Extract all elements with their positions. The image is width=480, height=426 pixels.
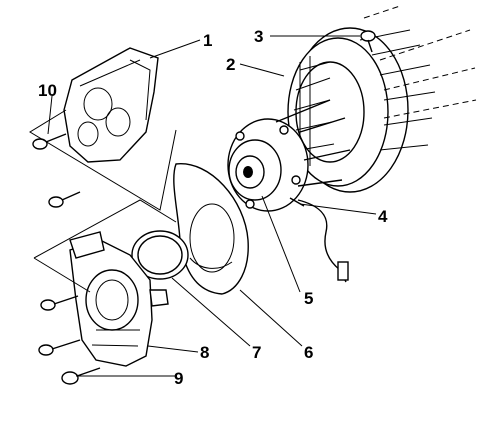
assembly-guide-lines — [29, 109, 177, 293]
callout-7: 7 — [252, 343, 261, 362]
hub-bearing — [227, 99, 351, 212]
wheel-speed-sensor — [289, 197, 349, 283]
steering-knuckle — [69, 231, 169, 367]
callout-5: 5 — [304, 289, 313, 308]
brake-rotor — [287, 5, 477, 193]
seal-ring — [131, 230, 189, 280]
callout-2: 2 — [226, 55, 235, 74]
caliper-bolts — [32, 133, 81, 208]
callout-3: 3 — [254, 27, 263, 46]
brake-caliper — [63, 47, 159, 163]
splash-shield — [173, 163, 249, 295]
callout-4: 4 — [378, 207, 388, 226]
rotor-bolt — [360, 30, 376, 53]
callout-8: 8 — [200, 343, 209, 362]
callout-1: 1 — [203, 31, 212, 50]
knuckle-bolts — [38, 295, 101, 385]
callout-10: 10 — [38, 81, 57, 100]
leader-lines — [47, 35, 377, 377]
callout-6: 6 — [304, 343, 313, 362]
callout-9: 9 — [174, 369, 183, 388]
